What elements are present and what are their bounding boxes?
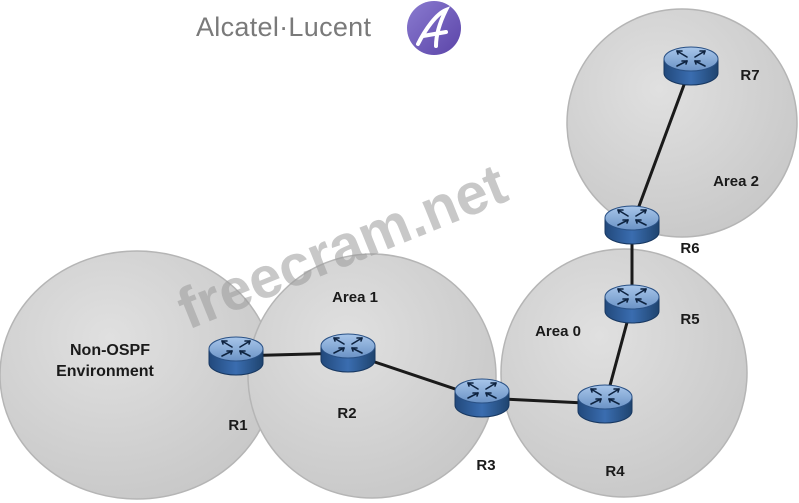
router-r4[interactable]: R4 [577, 384, 633, 480]
area-non-ospf-label-line2: Environment [56, 363, 154, 380]
router-top [208, 336, 264, 362]
area-non-ospf-label-line1: Non-OSPF [70, 342, 150, 359]
area-0 [500, 248, 748, 498]
router-r2[interactable]: R2 [320, 333, 376, 422]
router-label-r7: R7 [740, 67, 759, 84]
router-r3[interactable]: R3 [454, 378, 510, 474]
router-r5[interactable]: R5 [604, 284, 700, 328]
router-top [663, 46, 719, 72]
alcatel-lucent-a-icon [407, 1, 461, 55]
router-top [454, 378, 510, 404]
router-arrows-icon [333, 337, 363, 354]
router-top [320, 333, 376, 359]
router-arrows-icon [221, 340, 251, 357]
router-r7[interactable]: R7 [663, 46, 760, 86]
router-arrows-icon [590, 388, 620, 405]
area-0-label: Area 0 [535, 323, 581, 340]
router-top [577, 384, 633, 410]
router-r6[interactable]: R6 [604, 205, 700, 257]
router-label-r5: R5 [680, 311, 699, 328]
area-2-label: Area 2 [713, 173, 759, 190]
router-label-r6: R6 [680, 240, 699, 257]
router-label-r1: R1 [228, 417, 247, 434]
router-label-r3: R3 [476, 457, 495, 474]
area-2 [566, 8, 798, 238]
router-arrows-icon [467, 382, 497, 399]
brand-name: Alcatel·Lucent [196, 12, 372, 42]
router-arrows-icon [617, 288, 647, 305]
router-arrows-icon [617, 209, 647, 226]
area-1-label: Area 1 [332, 289, 378, 306]
area-1 [247, 253, 497, 499]
router-top [604, 284, 660, 310]
router-arrows-icon [676, 50, 706, 67]
link-r6-r7 [630, 64, 693, 227]
router-label-r4: R4 [605, 463, 625, 480]
router-r1[interactable]: R1 [208, 336, 264, 434]
router-label-r2: R2 [337, 405, 356, 422]
router-top [604, 205, 660, 231]
